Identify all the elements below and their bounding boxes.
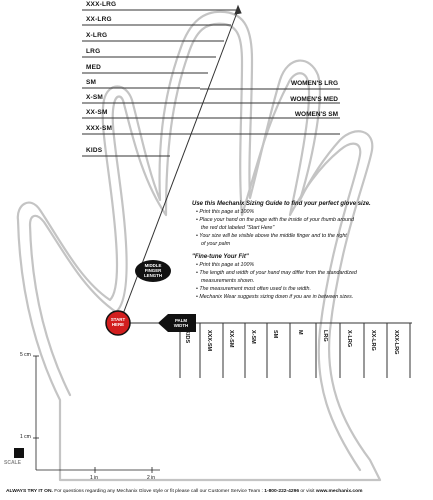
- fine-tune-line: • Mechanix Wear suggests sizing down if …: [196, 294, 354, 300]
- start-here-badge-text: START HERE: [110, 317, 126, 327]
- middle-finger-badge: [135, 260, 171, 282]
- size-label-xxx-lrg: XXX-LRG: [86, 1, 117, 8]
- fine-tune-line: • The measurement most often used is the…: [196, 286, 311, 292]
- width-label-xx-lrg: XX-LRG: [370, 330, 376, 351]
- instructions-heading: Use this Mechanix Sizing Guide to find y…: [192, 201, 371, 207]
- width-label-lrg: LRG: [322, 330, 328, 342]
- footer-tail: or visit: [299, 489, 316, 494]
- scale-square: [14, 448, 24, 458]
- size-label-med: MED: [86, 64, 102, 71]
- footer-text: For questions regarding any Mechanix Glo…: [52, 489, 265, 494]
- instruction-line: the red dot labeled "Start Here": [201, 225, 275, 231]
- size-label-xx-sm: XX-SM: [86, 109, 108, 116]
- scale-label: SCALE: [4, 460, 21, 466]
- size-label-womens-med: WOMEN'S MED: [290, 96, 338, 103]
- instruction-line: • Your size will be visible above the mi…: [196, 233, 347, 239]
- fine-tune-line: • The length and width of your hand may …: [196, 270, 357, 276]
- width-label-m: M: [297, 330, 303, 335]
- size-label-lrg: LRG: [86, 48, 101, 55]
- width-label-x-sm: X-SM: [250, 330, 256, 344]
- size-label-xxx-sm: XXX-SM: [86, 125, 113, 132]
- scale-axes: [33, 355, 160, 473]
- scale-5cm-label: 5 cm: [20, 352, 31, 358]
- width-label-xx-sm: XX-SM: [228, 330, 234, 348]
- size-label-sm: SM: [86, 79, 97, 86]
- size-label-womens-sm: WOMEN'S SM: [294, 111, 338, 118]
- footer-bold: ALWAYS TRY IT ON.: [6, 489, 53, 494]
- start-here-badge: [105, 310, 131, 336]
- width-label-x-lrg: X-LRG: [346, 330, 352, 348]
- width-label-kids: KIDS: [184, 330, 190, 344]
- footer: ALWAYS TRY IT ON. For questions regardin…: [6, 489, 362, 494]
- scale-1in-label: 1 in: [90, 475, 99, 481]
- instruction-line: • Print this page at 100%: [196, 209, 255, 215]
- size-label-x-lrg: X-LRG: [86, 32, 108, 39]
- size-label-kids: KIDS: [86, 147, 103, 154]
- scale-2in-label: 2 in: [147, 475, 156, 481]
- palm-width-badge-text: PALM WIDTH: [173, 318, 189, 328]
- palm-width-badge: [158, 314, 196, 332]
- instruction-line: • Place your hand on the page with the i…: [196, 217, 354, 223]
- size-label-xx-lrg: XX-LRG: [86, 16, 112, 23]
- size-label-x-sm: X-SM: [86, 94, 104, 101]
- footer-site-link[interactable]: www.mechanix.com: [315, 489, 363, 494]
- scale-1cm-label: 1 cm: [20, 434, 31, 440]
- footer-phone: 1-800-222-4296: [264, 489, 300, 494]
- fine-tune-line: • Print this page at 100%: [196, 262, 255, 268]
- width-label-sm: SM: [272, 330, 278, 339]
- instructions-block: Use this Mechanix Sizing Guide to find y…: [192, 200, 422, 301]
- fine-tune-heading: "Fine-tune Your Fit": [192, 254, 249, 260]
- middle-finger-badge-text: MIDDLE FINGER LENGTH: [143, 263, 163, 278]
- instruction-line: of your palm: [201, 241, 231, 247]
- width-label-xxx-sm: XXX-SM: [206, 330, 212, 352]
- width-label-xxx-lrg: XXX-LRG: [393, 330, 399, 355]
- size-label-womens-lrg: WOMEN'S LRG: [290, 80, 338, 87]
- size-lines: [82, 9, 340, 157]
- fine-tune-line: measurements shown.: [201, 278, 255, 284]
